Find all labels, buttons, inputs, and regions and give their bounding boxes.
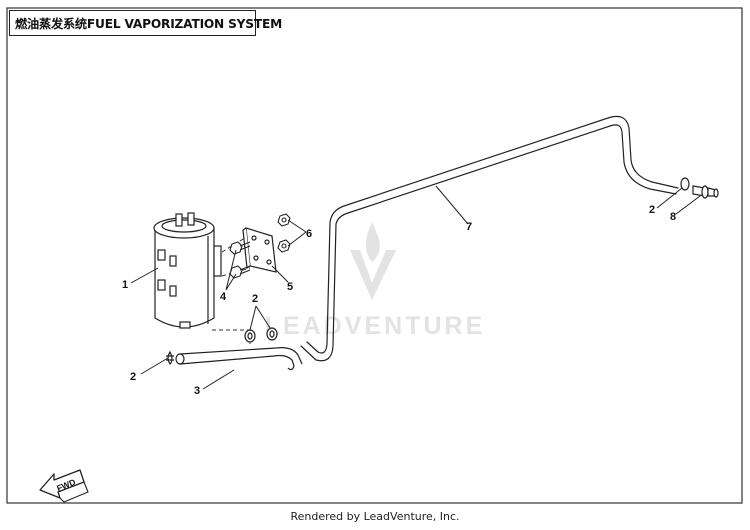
hose — [175, 347, 303, 371]
callout-8: 8 — [670, 211, 676, 223]
leader-lines — [130, 185, 701, 390]
callout-1: 1 — [122, 279, 128, 291]
callout-2-right: 2 — [649, 204, 655, 216]
callout-4: 4 — [220, 291, 227, 303]
callout-7: 7 — [466, 221, 472, 233]
watermark-text: LEADVENTURE — [265, 312, 486, 340]
rendered-by-footer: Rendered by LeadVenture, Inc. — [290, 510, 460, 523]
bolts — [229, 241, 251, 279]
callout-5: 5 — [287, 281, 293, 293]
nuts — [277, 213, 291, 253]
mounting-bracket — [242, 227, 277, 273]
callout-2-left: 2 — [130, 371, 136, 383]
assembly-guide-line — [212, 329, 251, 345]
diagram-title-box: 燃油蒸发系统FUEL VAPORIZATION SYSTEM — [9, 10, 282, 36]
callout-2-middle: 2 — [252, 293, 258, 305]
vent-fitting — [692, 185, 719, 199]
callout-labels: 1 2 2 2 3 4 5 6 7 8 — [122, 204, 676, 397]
leadventure-watermark: LEADVENTURE — [265, 222, 486, 340]
diagram-border — [6, 7, 743, 504]
fwd-arrow: FWD — [39, 469, 89, 503]
carbon-canister — [153, 212, 222, 329]
callout-6: 6 — [306, 228, 312, 240]
diagram-title: 燃油蒸发系统FUEL VAPORIZATION SYSTEM — [15, 17, 283, 31]
hose-clamps — [166, 177, 690, 365]
callout-3: 3 — [194, 385, 200, 397]
vapor-pipe — [300, 115, 679, 362]
